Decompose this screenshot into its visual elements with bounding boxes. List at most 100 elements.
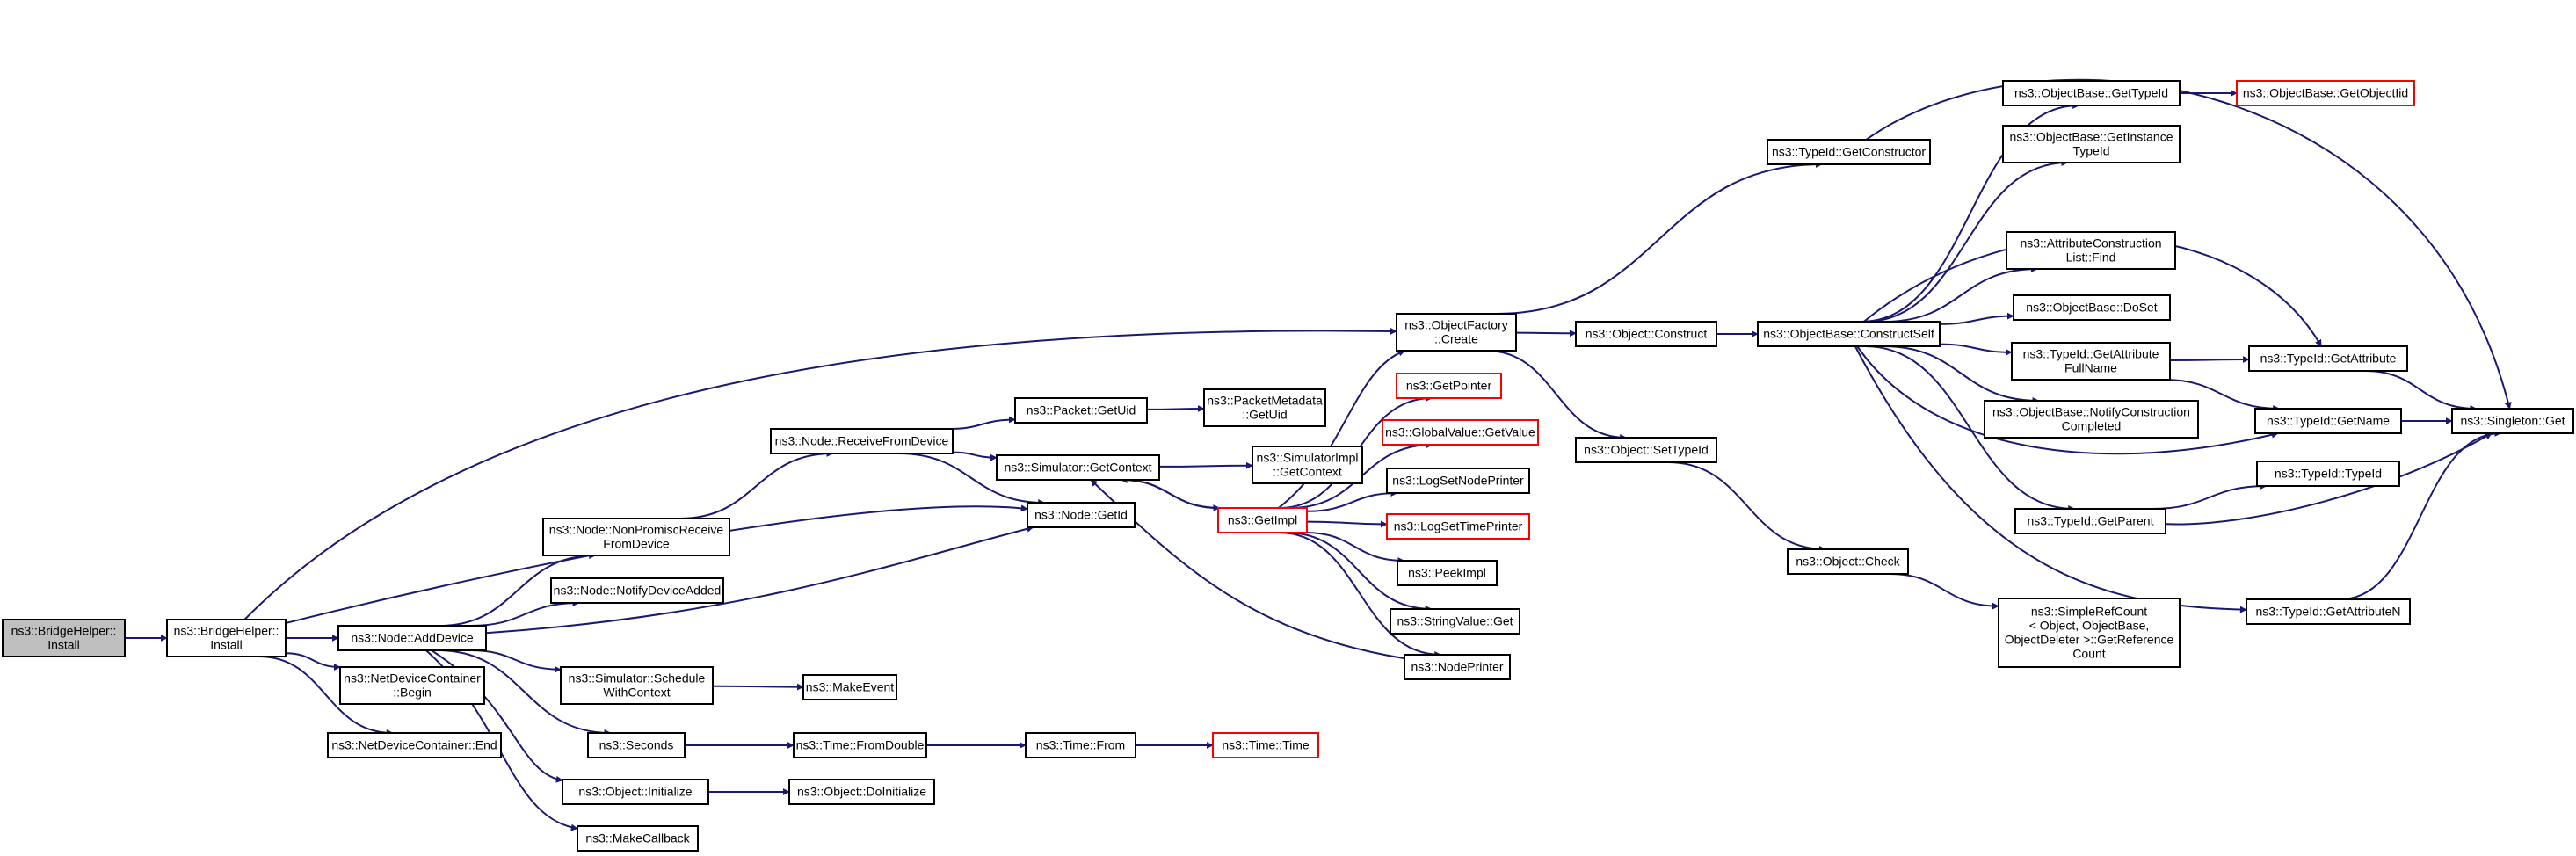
- node-box[interactable]: [1757, 321, 1941, 347]
- node-typeid_getattributen[interactable]: ns3::TypeId::GetAttributeN: [2246, 598, 2411, 625]
- node-nodeprinter[interactable]: ns3::NodePrinter: [1404, 654, 1511, 680]
- node-objectbase_constructself[interactable]: ns3::ObjectBase::ConstructSelf: [1757, 321, 1941, 347]
- node-box[interactable]: [2, 619, 126, 657]
- node-box[interactable]: [1027, 502, 1136, 528]
- node-box[interactable]: [1252, 446, 1363, 484]
- node-objectbase_gettypeid[interactable]: ns3::ObjectBase::GetTypeId: [2002, 80, 2181, 106]
- node-object_check[interactable]: ns3::Object::Check: [1787, 548, 1909, 575]
- node-simplerefcount_getreferencecount[interactable]: ns3::SimpleRefCount< Object, ObjectBase,…: [1998, 598, 2181, 668]
- node-objectfactory_create[interactable]: ns3::ObjectFactory::Create: [1396, 313, 1517, 352]
- node-packet_getuid[interactable]: ns3::Packet::GetUid: [1014, 397, 1148, 424]
- node-box[interactable]: [1203, 388, 1326, 427]
- node-box[interactable]: [996, 454, 1160, 481]
- node-logsetnodeprinter[interactable]: ns3::LogSetNodePrinter: [1386, 468, 1530, 494]
- node-box[interactable]: [327, 732, 502, 758]
- node-makecallback[interactable]: ns3::MakeCallback: [577, 825, 699, 852]
- node-typeid_typeid[interactable]: ns3::TypeId::TypeId: [2256, 461, 2400, 487]
- node-box[interactable]: [2451, 408, 2574, 434]
- node-box[interactable]: [1014, 397, 1148, 424]
- node-box[interactable]: [788, 779, 935, 805]
- node-packetmetadata_getuid[interactable]: ns3::PacketMetadata::GetUid: [1203, 388, 1326, 427]
- node-box[interactable]: [2002, 125, 2181, 163]
- node-objectbase_doset[interactable]: ns3::ObjectBase::DoSet: [2013, 294, 2171, 321]
- node-bridgehelper_install_root[interactable]: ns3::BridgeHelper::Install: [2, 619, 126, 657]
- node-typeid_getconstructor[interactable]: ns3::TypeId::GetConstructor: [1767, 139, 1931, 165]
- node-globalvalue_getvalue[interactable]: ns3::GlobalValue::GetValue: [1382, 419, 1539, 446]
- node-objectbase_getobjectiid[interactable]: ns3::ObjectBase::GetObjectIid: [2236, 80, 2415, 106]
- node-box[interactable]: [550, 577, 724, 604]
- node-logsettimeprinter[interactable]: ns3::LogSetTimePrinter: [1386, 513, 1530, 540]
- node-typeid_getparent[interactable]: ns3::TypeId::GetParent: [2014, 508, 2166, 534]
- node-box[interactable]: [1396, 373, 1502, 399]
- node-time_from[interactable]: ns3::Time::From: [1025, 732, 1136, 758]
- node-box[interactable]: [337, 625, 487, 651]
- node-box[interactable]: [1787, 548, 1909, 575]
- node-peekimpl[interactable]: ns3::PeekImpl: [1397, 560, 1498, 586]
- node-box[interactable]: [2011, 342, 2171, 381]
- node-seconds[interactable]: ns3::Seconds: [587, 732, 686, 758]
- node-node_receivefromdevice[interactable]: ns3::Node::ReceiveFromDevice: [770, 428, 954, 454]
- node-box[interactable]: [1025, 732, 1136, 758]
- node-box[interactable]: [2014, 508, 2166, 534]
- node-box[interactable]: [577, 825, 699, 852]
- node-box[interactable]: [1397, 560, 1498, 586]
- node-box[interactable]: [770, 428, 954, 454]
- node-box[interactable]: [542, 518, 730, 556]
- node-object_doinitialize[interactable]: ns3::Object::DoInitialize: [788, 779, 935, 805]
- node-box[interactable]: [339, 666, 485, 705]
- node-simulatorimpl_getcontext[interactable]: ns3::SimulatorImpl::GetContext: [1252, 446, 1363, 484]
- node-box[interactable]: [2236, 80, 2415, 106]
- node-box[interactable]: [1984, 400, 2199, 439]
- node-box[interactable]: [2248, 345, 2408, 372]
- node-node_notifydeviceadded[interactable]: ns3::Node::NotifyDeviceAdded: [550, 577, 724, 604]
- node-box[interactable]: [587, 732, 686, 758]
- node-object_initialize[interactable]: ns3::Object::Initialize: [562, 779, 709, 805]
- node-box[interactable]: [2006, 231, 2176, 270]
- node-box[interactable]: [793, 732, 927, 758]
- node-box[interactable]: [560, 666, 714, 705]
- node-object_settypeid[interactable]: ns3::Object::SetTypeId: [1575, 437, 1717, 463]
- node-box[interactable]: [1575, 321, 1717, 347]
- node-time_fromdouble[interactable]: ns3::Time::FromDouble: [793, 732, 927, 758]
- node-box[interactable]: [1998, 598, 2181, 668]
- node-box[interactable]: [1386, 513, 1530, 540]
- node-box[interactable]: [1217, 507, 1308, 533]
- node-typeid_getname[interactable]: ns3::TypeId::GetName: [2254, 408, 2402, 434]
- node-node_adddevice[interactable]: ns3::Node::AddDevice: [337, 625, 487, 651]
- node-object_construct[interactable]: ns3::Object::Construct: [1575, 321, 1717, 347]
- node-box[interactable]: [2246, 598, 2411, 625]
- node-typeid_getattribute[interactable]: ns3::TypeId::GetAttribute: [2248, 345, 2408, 372]
- node-box[interactable]: [166, 619, 287, 657]
- node-box[interactable]: [1386, 468, 1530, 494]
- node-box[interactable]: [2256, 461, 2400, 487]
- node-box[interactable]: [1575, 437, 1717, 463]
- node-objectbase_notifyconstructioncompleted[interactable]: ns3::ObjectBase::NotifyConstructionCompl…: [1984, 400, 2199, 439]
- node-box[interactable]: [1404, 654, 1511, 680]
- node-simulator_getcontext[interactable]: ns3::Simulator::GetContext: [996, 454, 1160, 481]
- node-netdevicecontainer_end[interactable]: ns3::NetDeviceContainer::End: [327, 732, 502, 758]
- node-time_time[interactable]: ns3::Time::Time: [1212, 732, 1319, 758]
- node-box[interactable]: [1212, 732, 1319, 758]
- node-netdevicecontainer_begin[interactable]: ns3::NetDeviceContainer::Begin: [339, 666, 485, 705]
- node-stringvalue_get[interactable]: ns3::StringValue::Get: [1390, 608, 1520, 635]
- node-box[interactable]: [1396, 313, 1517, 352]
- node-box[interactable]: [1767, 139, 1931, 165]
- node-box[interactable]: [1390, 608, 1520, 635]
- node-box[interactable]: [1382, 419, 1539, 446]
- node-node_getid[interactable]: ns3::Node::GetId: [1027, 502, 1136, 528]
- node-box[interactable]: [2002, 80, 2181, 106]
- node-bridgehelper_install[interactable]: ns3::BridgeHelper::Install: [166, 619, 287, 657]
- node-box[interactable]: [802, 674, 897, 700]
- node-singleton_get[interactable]: ns3::Singleton::Get: [2451, 408, 2574, 434]
- node-box[interactable]: [2254, 408, 2402, 434]
- node-makeevent[interactable]: ns3::MakeEvent: [802, 674, 897, 700]
- node-box[interactable]: [2013, 294, 2171, 321]
- node-getimpl[interactable]: ns3::GetImpl: [1217, 507, 1308, 533]
- node-getpointer[interactable]: ns3::GetPointer: [1396, 373, 1502, 399]
- node-box[interactable]: [562, 779, 709, 805]
